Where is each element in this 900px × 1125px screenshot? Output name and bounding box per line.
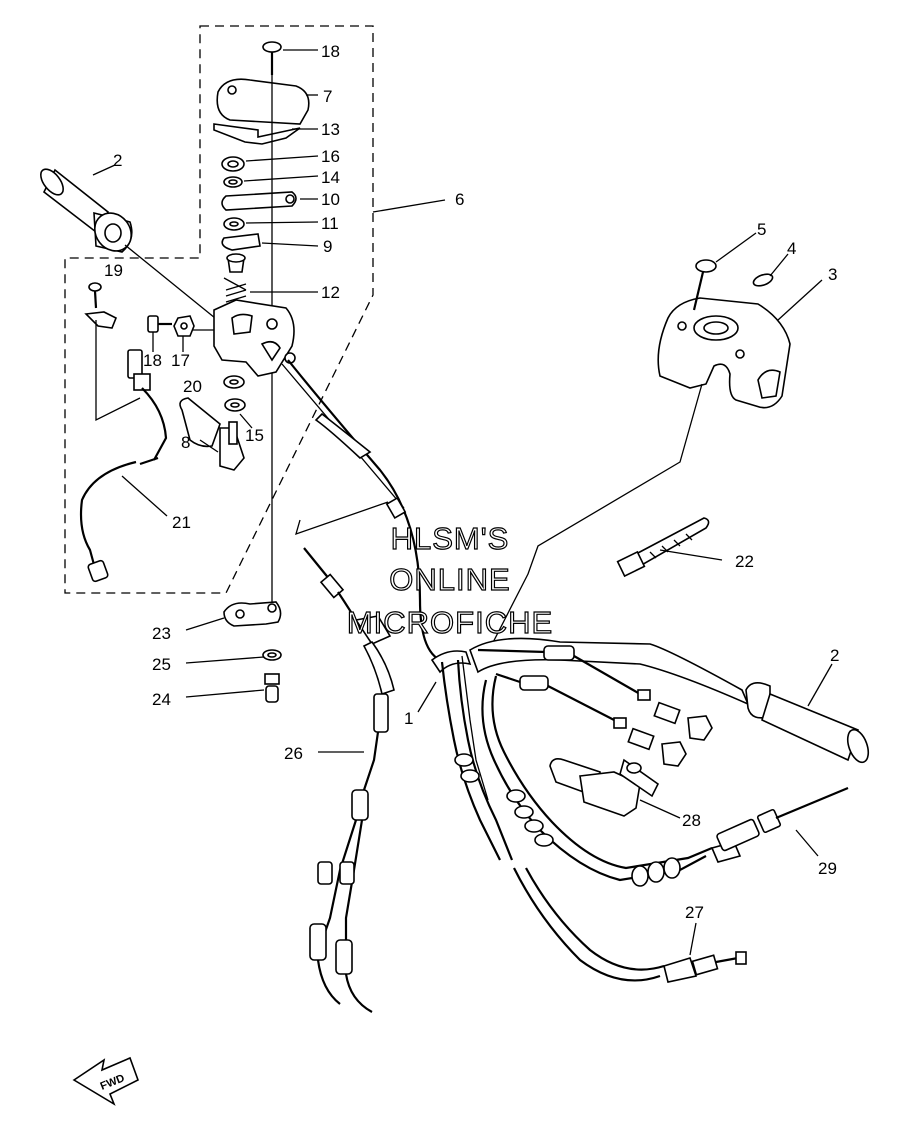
- callout-6: 6: [455, 190, 464, 209]
- cable-29: [716, 786, 849, 852]
- callout-10: 10: [321, 190, 340, 209]
- callout-5: 5: [757, 220, 766, 239]
- leader-6: [372, 199, 446, 213]
- washer-15: [224, 398, 246, 412]
- left-grip: [40, 168, 133, 253]
- washer-14: [223, 176, 243, 188]
- center-cables: [440, 655, 742, 982]
- watermark-line-3: MICROFICHE: [347, 605, 553, 640]
- cable-ends-upper: [477, 645, 651, 729]
- callout-22: 22: [735, 552, 754, 571]
- adjusters: [627, 701, 713, 767]
- callout-1: 1: [404, 709, 413, 728]
- callout-23: 23: [152, 624, 171, 643]
- callout-17: 17: [171, 351, 190, 370]
- switch-bracket: [84, 311, 141, 422]
- cover-7: [216, 78, 310, 125]
- clamp-23: [223, 601, 282, 627]
- nut-17: [173, 315, 195, 337]
- callout-12: 12: [321, 283, 340, 302]
- callout-19: 19: [104, 261, 123, 280]
- callout-14: 14: [321, 168, 340, 187]
- callout-15: 15: [245, 426, 264, 445]
- fwd-arrow-icon: FWD: [72, 1056, 139, 1106]
- gasket-13: [213, 123, 301, 145]
- callout-25: 25: [152, 655, 171, 674]
- callout-9: 9: [323, 237, 332, 256]
- switch-connector: [127, 349, 151, 391]
- callout-28: 28: [682, 811, 701, 830]
- guide-grip: [124, 244, 216, 319]
- bushing: [226, 253, 246, 273]
- callout-3: 3: [828, 265, 837, 284]
- callout-21: 21: [172, 513, 191, 532]
- watermark-line-2: ONLINE: [389, 562, 510, 597]
- callout-20: 20: [183, 377, 202, 396]
- leader-2a: [92, 164, 116, 176]
- callout-8: 8: [181, 433, 190, 452]
- callout-26: 26: [284, 744, 303, 763]
- switch-wire-21: [79, 387, 168, 573]
- washer-16: [221, 156, 245, 172]
- screw-5: [692, 259, 717, 311]
- callout-2-right: 2: [830, 646, 839, 665]
- plate-10: [221, 191, 297, 211]
- callout-18-top: 18: [321, 42, 340, 61]
- bolt-18: [147, 315, 172, 333]
- callout-18-mid: 18: [143, 351, 162, 370]
- plate-9: [221, 233, 261, 251]
- callout-7: 7: [323, 87, 332, 106]
- callout-13: 13: [321, 120, 340, 139]
- callout-4: 4: [787, 239, 796, 258]
- handlebar-1: [430, 637, 750, 706]
- lever-holder: [213, 299, 296, 377]
- screw-18: [262, 41, 282, 75]
- callout-11: 11: [321, 214, 339, 233]
- lever-8: [179, 397, 245, 471]
- washer-25: [262, 649, 282, 661]
- bolt-24: [264, 673, 280, 703]
- housing-3: [657, 297, 791, 409]
- throttle-cable-26: [303, 547, 395, 1013]
- cable-tie-22: [616, 517, 710, 578]
- callout-27: 27: [685, 903, 704, 922]
- callout-2-left: 2: [113, 151, 122, 170]
- callout-24: 24: [152, 690, 171, 709]
- callout-29: 29: [818, 859, 837, 878]
- right-grip: [745, 682, 870, 764]
- guide-housing: [483, 383, 703, 661]
- spring-12: [223, 277, 247, 303]
- callout-16: 16: [321, 147, 340, 166]
- screw-19: [88, 282, 102, 309]
- assembly-6-boundary: [64, 25, 374, 594]
- watermark-line-1: HLSM'S: [391, 521, 510, 556]
- oring-4: [752, 273, 774, 287]
- cable-27: [663, 951, 747, 983]
- washer-20: [223, 375, 245, 389]
- washer-11: [223, 217, 245, 231]
- cable-rings: [454, 753, 681, 887]
- watermark: HLSM'S ONLINE MICROFICHE: [346, 520, 553, 640]
- switch-28: [549, 758, 660, 817]
